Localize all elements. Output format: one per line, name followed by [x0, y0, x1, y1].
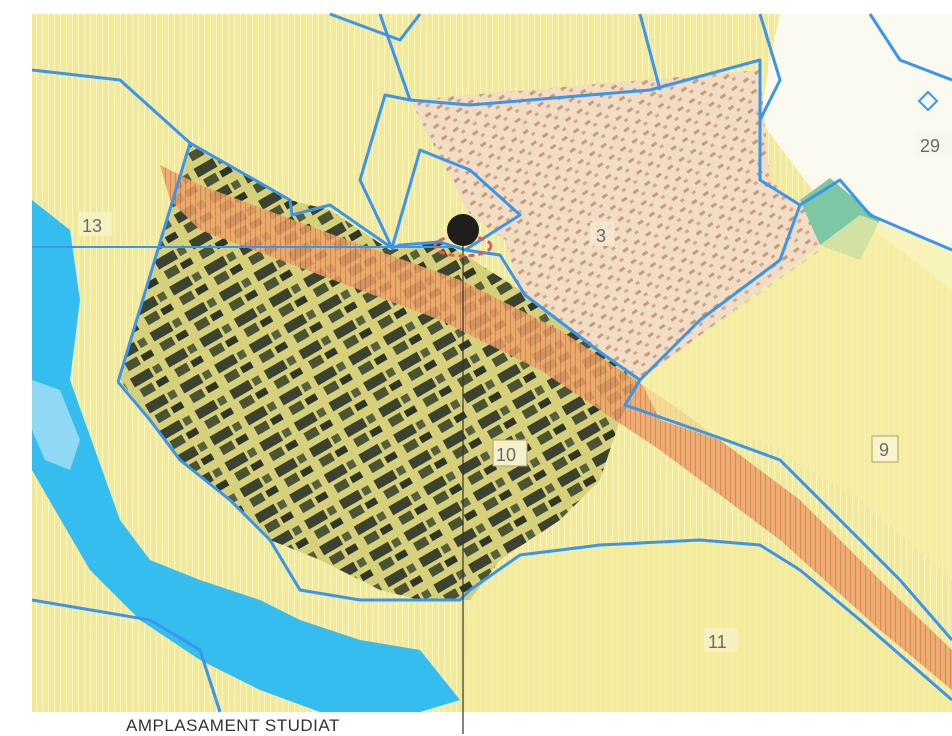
diamond-symbol-icon — [917, 90, 939, 112]
pale-area-ne — [760, 14, 952, 290]
river — [32, 200, 460, 712]
residential-area — [410, 70, 870, 380]
site-caption: AMPLASAMENT STUDIAT — [126, 716, 340, 735]
railway-corridor — [160, 165, 952, 690]
studied-site-marker[interactable] — [433, 214, 493, 258]
zone-labels: 13 3 10 9 11 29 — [78, 132, 952, 652]
zone-label-13: 13 — [82, 216, 102, 236]
zone-11-area — [460, 540, 952, 712]
zone-label-10: 10 — [496, 445, 516, 465]
river-bank — [32, 380, 80, 470]
zone-label-9: 9 — [879, 440, 889, 460]
zone-label-3: 3 — [596, 226, 606, 246]
zone-9-area — [640, 215, 952, 580]
zone-label-29: 29 — [920, 136, 940, 156]
zone-boundaries — [31, 12, 952, 713]
industrial-zone — [120, 145, 640, 600]
zone-label-11: 11 — [708, 632, 727, 652]
site-dot-icon — [447, 214, 479, 246]
